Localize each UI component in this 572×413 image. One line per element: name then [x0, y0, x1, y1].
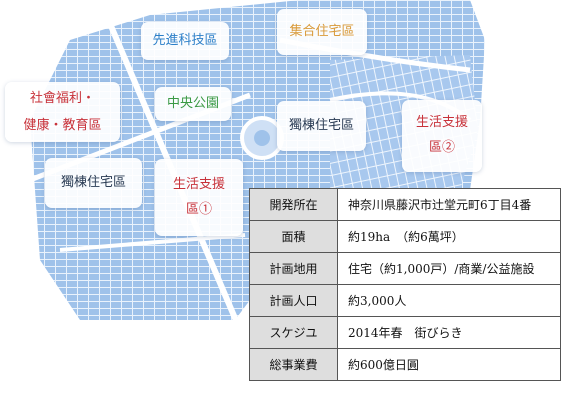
row-label-population: 計画人口 [249, 284, 338, 317]
table-row: 開発所在 神奈川県藤沢市辻堂元町6丁目4番 [249, 188, 561, 221]
project-info-table: 開発所在 神奈川県藤沢市辻堂元町6丁目4番 面積 約19ha （約6萬坪） 計画… [249, 188, 561, 381]
table-row: 計画地用 住宅（約1,000戸）/商業/公益施設 [249, 252, 561, 285]
zone-detached-housing-upper: 獨棟住宅區 [277, 101, 366, 151]
zone-central-park-label: 中央公園 [166, 95, 219, 111]
zone-life-support-1: 生活支援 區① [155, 159, 243, 236]
zone-advanced-tech-label: 先進科技區 [152, 32, 218, 48]
table-row: スケジユ 2014年春 街びらき [249, 316, 561, 349]
zone-life-support-2: 生活支援 區② [402, 100, 482, 172]
zone-collective-housing-label: 集合住宅區 [289, 23, 355, 39]
row-value-land-use: 住宅（約1,000戸）/商業/公益施設 [337, 252, 561, 285]
row-label-location: 開発所在 [249, 188, 338, 221]
row-value-area: 約19ha （約6萬坪） [337, 220, 561, 253]
zone-welfare: 社會福利・ 健康・教育區 [5, 82, 120, 142]
zone-detached-housing-upper-label: 獨棟住宅區 [288, 117, 354, 133]
zone-life-support-2-label-1: 生活支援 [415, 115, 468, 131]
zone-welfare-label-2: 健康・教育區 [23, 118, 102, 133]
zone-life-support-1-label-1: 生活支援 [172, 176, 225, 192]
row-value-location: 神奈川県藤沢市辻堂元町6丁目4番 [337, 188, 561, 221]
table-row: 計画人口 約3,000人 [249, 284, 561, 317]
row-label-schedule: スケジユ [249, 316, 338, 349]
south-road [59, 233, 246, 252]
table-row: 面積 約19ha （約6萬坪） [249, 220, 561, 253]
zone-detached-housing-lower-label: 獨棟住宅區 [60, 174, 126, 190]
row-value-schedule: 2014年春 街びらき [337, 316, 561, 349]
zone-life-support-1-label-2: 區① [185, 201, 212, 217]
zone-welfare-label-1: 社會福利・ [29, 90, 95, 106]
zone-collective-housing: 集合住宅區 [277, 9, 367, 55]
row-label-land-use: 計画地用 [249, 252, 338, 285]
table-row: 総事業費 約600億日圓 [249, 348, 561, 381]
row-value-cost: 約600億日圓 [337, 348, 561, 381]
row-label-cost: 総事業費 [249, 348, 338, 381]
zone-detached-housing-lower: 獨棟住宅區 [45, 158, 142, 208]
row-value-population: 約3,000人 [337, 284, 561, 317]
row-label-area: 面積 [249, 220, 338, 253]
zone-advanced-tech: 先進科技區 [141, 22, 229, 60]
zone-life-support-2-label-2: 區② [428, 140, 455, 155]
zone-central-park: 中央公園 [155, 87, 231, 121]
